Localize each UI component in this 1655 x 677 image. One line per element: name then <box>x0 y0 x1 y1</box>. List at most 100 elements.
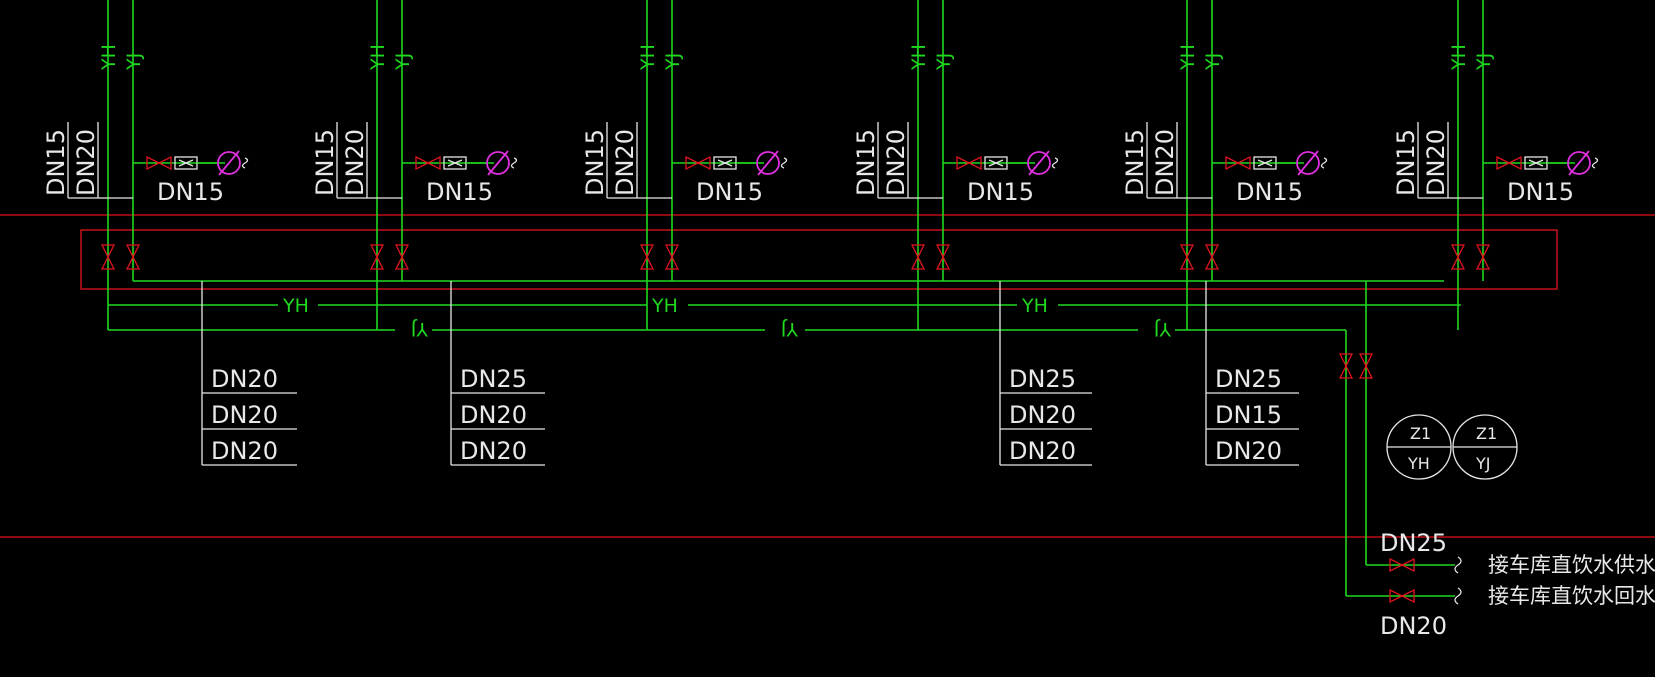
branch-size-label: DN15 <box>426 178 493 206</box>
valve-icon <box>1179 244 1195 270</box>
valve-icon <box>369 244 385 270</box>
outlet-valves <box>1338 353 1462 605</box>
tap-icon <box>780 157 788 169</box>
main-pipes <box>108 280 1461 597</box>
riser-pipe-label: YJ <box>662 53 684 71</box>
stack-size-label: DN25 <box>1215 365 1282 393</box>
main-yj-label: YJ <box>411 318 429 340</box>
filter-icon <box>178 159 194 167</box>
main-yj-label: YJ <box>781 318 799 340</box>
stack-size-label: DN20 <box>460 401 527 429</box>
tap-icon <box>510 157 518 169</box>
riser-pipe-label: YH <box>98 44 120 71</box>
riser-size-label: DN20 <box>72 129 100 196</box>
riser-pipe-label: YH <box>1448 44 1470 71</box>
branch-size-label: DN15 <box>696 178 763 206</box>
meter-icon <box>1027 151 1051 175</box>
riser-size-label: DN20 <box>882 129 910 196</box>
riser-tag-top: Z1 <box>1410 424 1431 443</box>
riser-pipe-label: YJ <box>933 53 955 71</box>
stack-size-label: DN20 <box>1009 401 1076 429</box>
riser-size-label: DN20 <box>341 129 369 196</box>
tap-icon <box>1051 157 1059 169</box>
tap-icon <box>1591 157 1599 169</box>
riser-size-label: DN15 <box>1392 129 1420 196</box>
riser-size-label: DN20 <box>1422 129 1450 196</box>
valve-icon <box>1225 155 1251 171</box>
valve-icon <box>664 244 680 270</box>
supply-size-label: DN25 <box>1380 529 1447 557</box>
riser-size-label: DN20 <box>1151 129 1179 196</box>
branch-size-label: DN15 <box>1236 178 1303 206</box>
riser-tag-bottom: YH <box>1407 454 1430 473</box>
size-stack-group: DN20DN20DN20DN25DN20DN20DN25DN20DN20DN25… <box>201 281 1299 466</box>
meter-icon <box>1567 151 1591 175</box>
riser-pipe-label: YH <box>367 44 389 71</box>
valve-icon <box>1204 244 1220 270</box>
valve-icon <box>100 244 116 270</box>
riser-tag-top: Z1 <box>1476 424 1497 443</box>
main-yj-label: YJ <box>1154 318 1172 340</box>
valve-icon <box>685 155 711 171</box>
riser-pipe-label: YH <box>637 44 659 71</box>
valve-icon <box>639 244 655 270</box>
break-symbol-icon <box>1454 556 1462 574</box>
meter-icon <box>1028 150 1050 176</box>
filter-icon <box>988 159 1004 167</box>
riser-tag-z1-yh: Z1 YH <box>1386 414 1452 480</box>
return-size-label: DN20 <box>1380 612 1447 640</box>
riser-tag-z1-yj: Z1 YJ <box>1452 414 1518 480</box>
riser-pipe-label: YJ <box>123 53 145 71</box>
tap-icon <box>241 157 249 169</box>
main-yh-label: YH <box>1021 295 1048 317</box>
meter-icon <box>1568 150 1590 176</box>
break-symbol-icon <box>1454 587 1462 605</box>
stack-size-label: DN20 <box>211 401 278 429</box>
valve-icon <box>1389 557 1415 573</box>
branch-size-label: DN15 <box>1507 178 1574 206</box>
valve-icon <box>1358 353 1374 379</box>
riser-size-label: DN15 <box>311 129 339 196</box>
riser-pipe-label: YJ <box>1202 53 1224 71</box>
meter-icon <box>757 150 779 176</box>
meter-icon <box>487 150 509 176</box>
valve-icon <box>125 244 141 270</box>
valve-icon <box>1496 155 1522 171</box>
stack-size-label: DN15 <box>1215 401 1282 429</box>
meter-icon <box>756 151 780 175</box>
meter-icon <box>1296 151 1320 175</box>
supply-connection-label: 接车库直饮水供水管 <box>1488 553 1655 577</box>
return-connection-label: 接车库直饮水回水管 <box>1488 584 1655 608</box>
stack-size-label: DN20 <box>1009 437 1076 465</box>
stack-size-label: DN20 <box>211 365 278 393</box>
main-yh-label: YH <box>282 295 309 317</box>
branch-size-label: DN15 <box>157 178 224 206</box>
meter-icon <box>217 151 241 175</box>
valve-icon <box>1450 244 1466 270</box>
stack-size-label: DN20 <box>211 437 278 465</box>
riser-tag-bottom: YJ <box>1475 454 1491 473</box>
riser-size-label: DN15 <box>852 129 880 196</box>
riser-size-label: DN15 <box>42 129 70 196</box>
filter-icon <box>1257 159 1273 167</box>
filter-icon <box>447 159 463 167</box>
stack-size-label: DN20 <box>460 437 527 465</box>
stack-size-label: DN25 <box>460 365 527 393</box>
riser-pipe-label: YJ <box>392 53 414 71</box>
filter-icon <box>717 159 733 167</box>
valve-icon <box>1338 353 1354 379</box>
riser-pipe-label: YH <box>1177 44 1199 71</box>
main-yh-label: YH <box>651 295 678 317</box>
meter-icon <box>218 150 240 176</box>
valve-icon <box>935 244 951 270</box>
branch-size-label: DN15 <box>967 178 1034 206</box>
filter-icon <box>1528 159 1544 167</box>
